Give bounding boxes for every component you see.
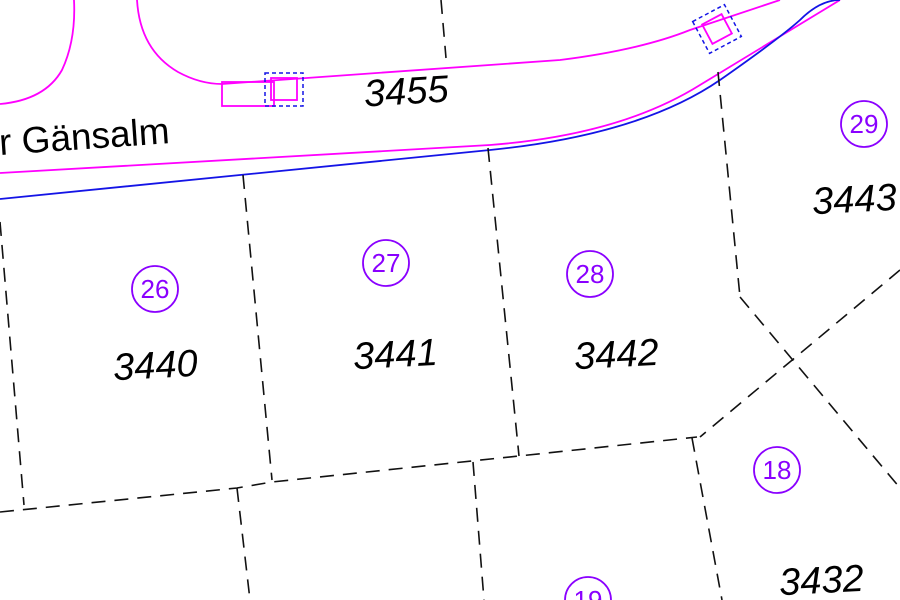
boundary-marker-right — [691, 3, 743, 55]
parcel-number-3442[interactable]: 3442 — [573, 332, 660, 378]
house-number-27[interactable]: 27 — [362, 239, 410, 287]
house-number-18[interactable]: 18 — [753, 446, 801, 494]
house-number-label: 26 — [141, 274, 170, 304]
house-number-29[interactable]: 29 — [840, 100, 888, 148]
house-number-26[interactable]: 26 — [131, 265, 179, 313]
parcel-line — [739, 296, 900, 489]
road-edge-lower — [0, 0, 841, 174]
house-number-28[interactable]: 28 — [566, 250, 614, 298]
road-edges — [0, 0, 841, 174]
house-number-label: 27 — [372, 248, 401, 278]
parcel-number-3440[interactable]: 3440 — [112, 343, 199, 389]
parcel-line — [236, 487, 251, 600]
house-number-19[interactable]: 19 — [564, 576, 612, 600]
road-edge-upper-right-curve — [136, 0, 781, 85]
parcel-line — [0, 221, 25, 506]
house-number-label: 18 — [763, 455, 792, 485]
parcel-line — [691, 437, 723, 600]
parcel-line — [472, 461, 485, 600]
boundary-marker-left — [264, 72, 304, 107]
parcel-number-3441[interactable]: 3441 — [352, 332, 439, 378]
parcel-number-3443[interactable]: 3443 — [811, 177, 898, 223]
road-edge-notch — [221, 81, 275, 107]
parcel-number-3432[interactable]: 3432 — [778, 558, 865, 600]
road-edge-upper-left-curve — [0, 0, 76, 105]
house-number-label: 19 — [574, 585, 603, 600]
parcel-number-3455[interactable]: 3455 — [363, 68, 451, 115]
parcel-line — [487, 147, 520, 457]
parcel-line — [0, 436, 698, 513]
boundary-line — [0, 0, 841, 200]
street-name: r Gänsalm — [0, 110, 171, 163]
house-number-label: 29 — [850, 109, 879, 139]
parcel-line — [440, 0, 447, 59]
parcel-line — [717, 71, 741, 298]
parcel-line — [242, 174, 273, 481]
parcel-line — [699, 269, 900, 438]
house-number-label: 28 — [576, 259, 605, 289]
